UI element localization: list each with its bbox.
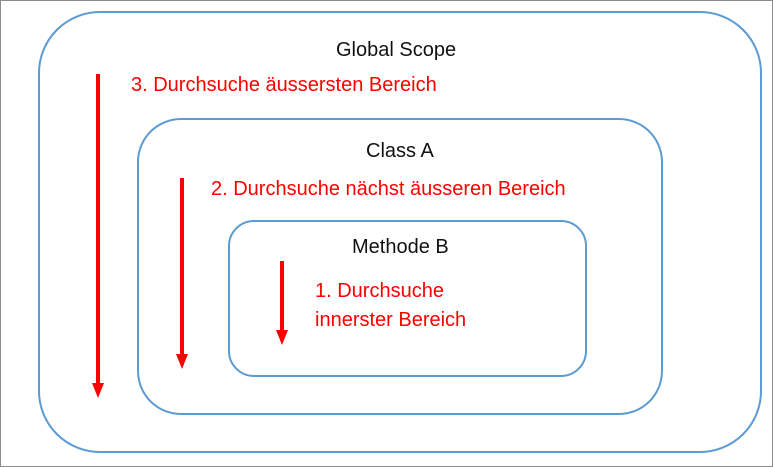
step-1-text: 1. Durchsuche innerster Bereich — [315, 277, 466, 335]
global-scope-label: Global Scope — [336, 39, 457, 61]
class-a-label: Class A — [366, 140, 434, 162]
methode-b-label: Methode B — [352, 236, 449, 258]
class-a-box — [137, 118, 663, 415]
methode-b-box — [228, 220, 587, 377]
step-2-text: 2. Durchsuche nächst äusseren Bereich — [211, 178, 566, 200]
global-scope-box — [38, 11, 762, 453]
step-1-line-2: innerster Bereich — [315, 309, 467, 331]
step-1-line-1: 1. Durchsuche — [315, 280, 444, 302]
step-3-text: 3. Durchsuche äussersten Bereich — [131, 74, 437, 96]
